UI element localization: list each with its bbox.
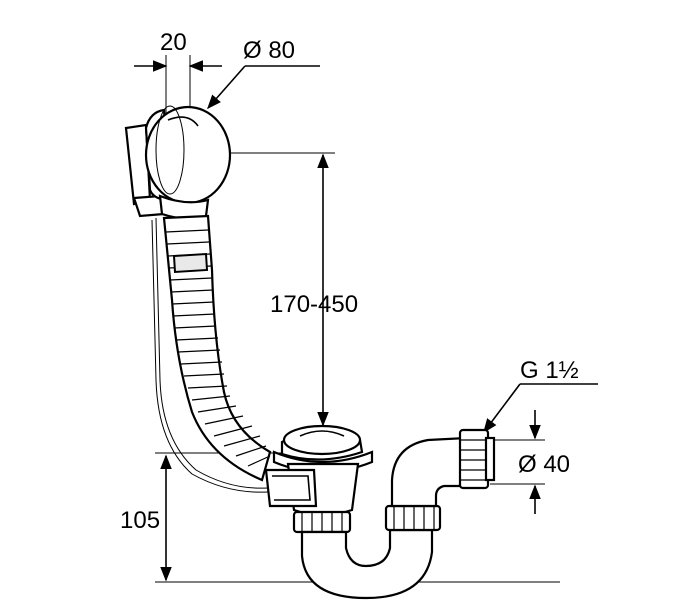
- dim-height-105-label: 105: [120, 507, 160, 534]
- overflow-head: [124, 105, 232, 220]
- trap-siphon: [292, 428, 496, 600]
- dim-overflow-diameter-label: Ø 80: [243, 37, 295, 64]
- dim-thread-label: G 1½: [520, 357, 579, 384]
- dim-outlet-diameter-label: Ø 40: [518, 451, 570, 478]
- waste-plug: [264, 424, 374, 517]
- flexible-hose: [151, 214, 272, 493]
- dim-height-range-label: 170-450: [270, 291, 358, 318]
- dim-width-label: 20: [160, 29, 187, 56]
- dimension-lines: [134, 55, 598, 583]
